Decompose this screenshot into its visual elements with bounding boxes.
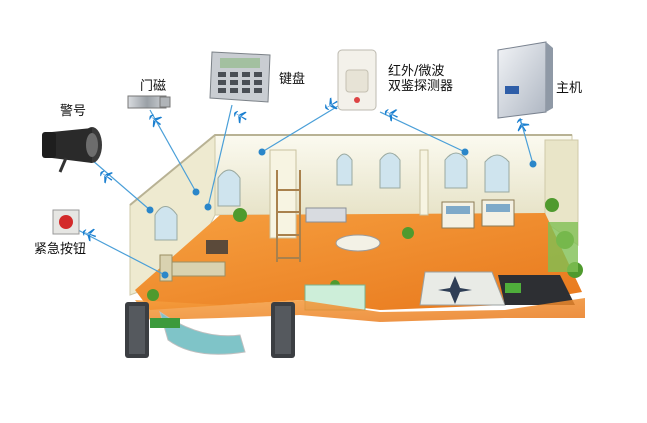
horn-speaker-icon [42, 127, 102, 173]
door-sensor-label: 门磁 [140, 79, 167, 94]
link-endpoints [146, 148, 537, 279]
keypad-label: 键盘 [279, 72, 306, 87]
control-host-icon [497, 41, 553, 119]
pir-detector-icon [337, 49, 377, 111]
detector-label-line1: 红外/微波 [388, 64, 445, 79]
keypad-icon [209, 51, 271, 103]
emergency-button-label: 紧急按钮 [34, 242, 87, 257]
alarm-label: 警号 [60, 104, 87, 119]
beam-detector-icon [125, 302, 295, 358]
door-sensor-icon [127, 95, 171, 109]
house-illustration [129, 133, 585, 355]
detector-label-line2: 双鉴探测器 [388, 79, 454, 94]
emergency-button-icon [52, 209, 80, 235]
host-label: 主机 [556, 81, 583, 96]
